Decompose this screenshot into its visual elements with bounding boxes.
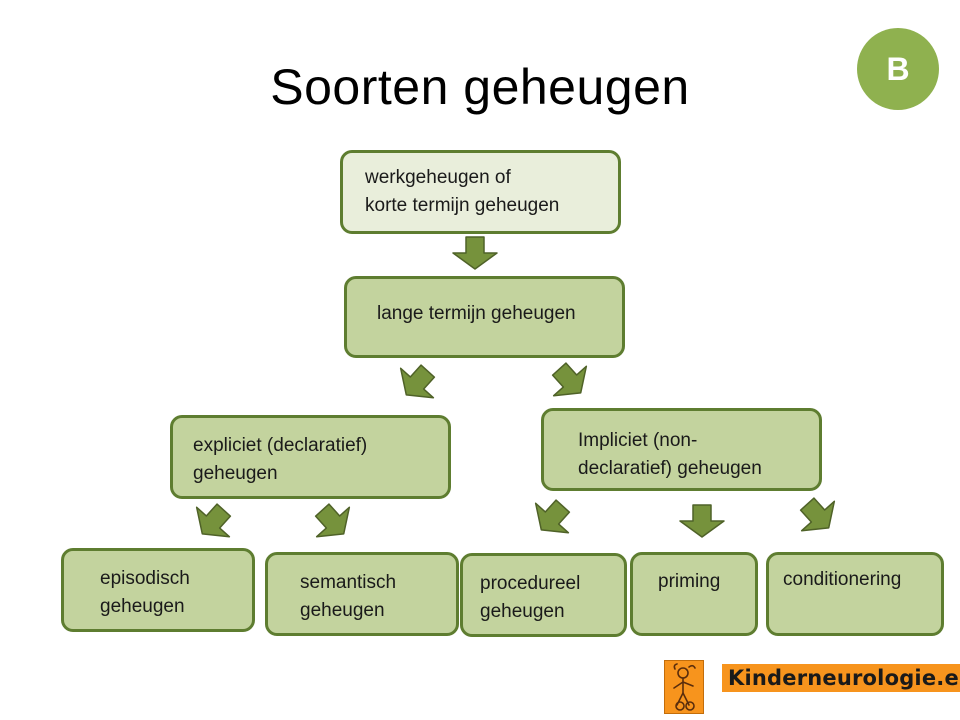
logo-icon xyxy=(664,660,704,714)
procedural-memory-box: procedureel geheugen xyxy=(460,553,627,637)
long-term-memory-label: lange termijn geheugen xyxy=(377,303,576,324)
arrow-down-right-icon xyxy=(314,503,351,538)
logo-text[interactable]: Kinderneurologie.eu xyxy=(722,664,960,692)
arrow-down-icon xyxy=(452,236,498,270)
working-memory-label: werkgeheugen of korte termijn geheugen xyxy=(365,167,560,216)
implicit-memory-box: Impliciet (non- declaratief) geheugen xyxy=(541,408,822,491)
conditioning-box: conditionering xyxy=(766,552,944,636)
working-memory-box: werkgeheugen of korte termijn geheugen xyxy=(340,150,621,234)
arrow-down-left-icon xyxy=(195,503,232,538)
conditioning-label: conditionering xyxy=(783,569,902,590)
section-badge: B xyxy=(857,28,939,110)
priming-label: priming xyxy=(658,571,721,592)
arrow-down-right-icon xyxy=(799,497,836,532)
implicit-memory-label: Impliciet (non- declaratief) geheugen xyxy=(578,430,762,479)
episodic-memory-label: episodisch geheugen xyxy=(100,568,190,617)
procedural-memory-label: procedureel geheugen xyxy=(480,573,581,622)
arrow-down-left-icon xyxy=(399,364,436,399)
explicit-memory-box: expliciet (declaratief) geheugen xyxy=(170,415,451,499)
arrow-down-right-icon xyxy=(551,362,588,397)
page-title: Soorten geheugen xyxy=(270,59,690,115)
arrow-down-icon xyxy=(679,504,725,538)
explicit-memory-label: expliciet (declaratief) geheugen xyxy=(193,435,368,484)
arrow-down-left-icon xyxy=(534,499,571,534)
semantic-memory-box: semantisch geheugen xyxy=(265,552,459,636)
semantic-memory-label: semantisch geheugen xyxy=(300,572,397,621)
long-term-memory-box: lange termijn geheugen xyxy=(344,276,625,358)
doctor-figure-icon xyxy=(673,663,696,711)
episodic-memory-box: episodisch geheugen xyxy=(61,548,255,632)
priming-box: priming xyxy=(630,552,758,636)
